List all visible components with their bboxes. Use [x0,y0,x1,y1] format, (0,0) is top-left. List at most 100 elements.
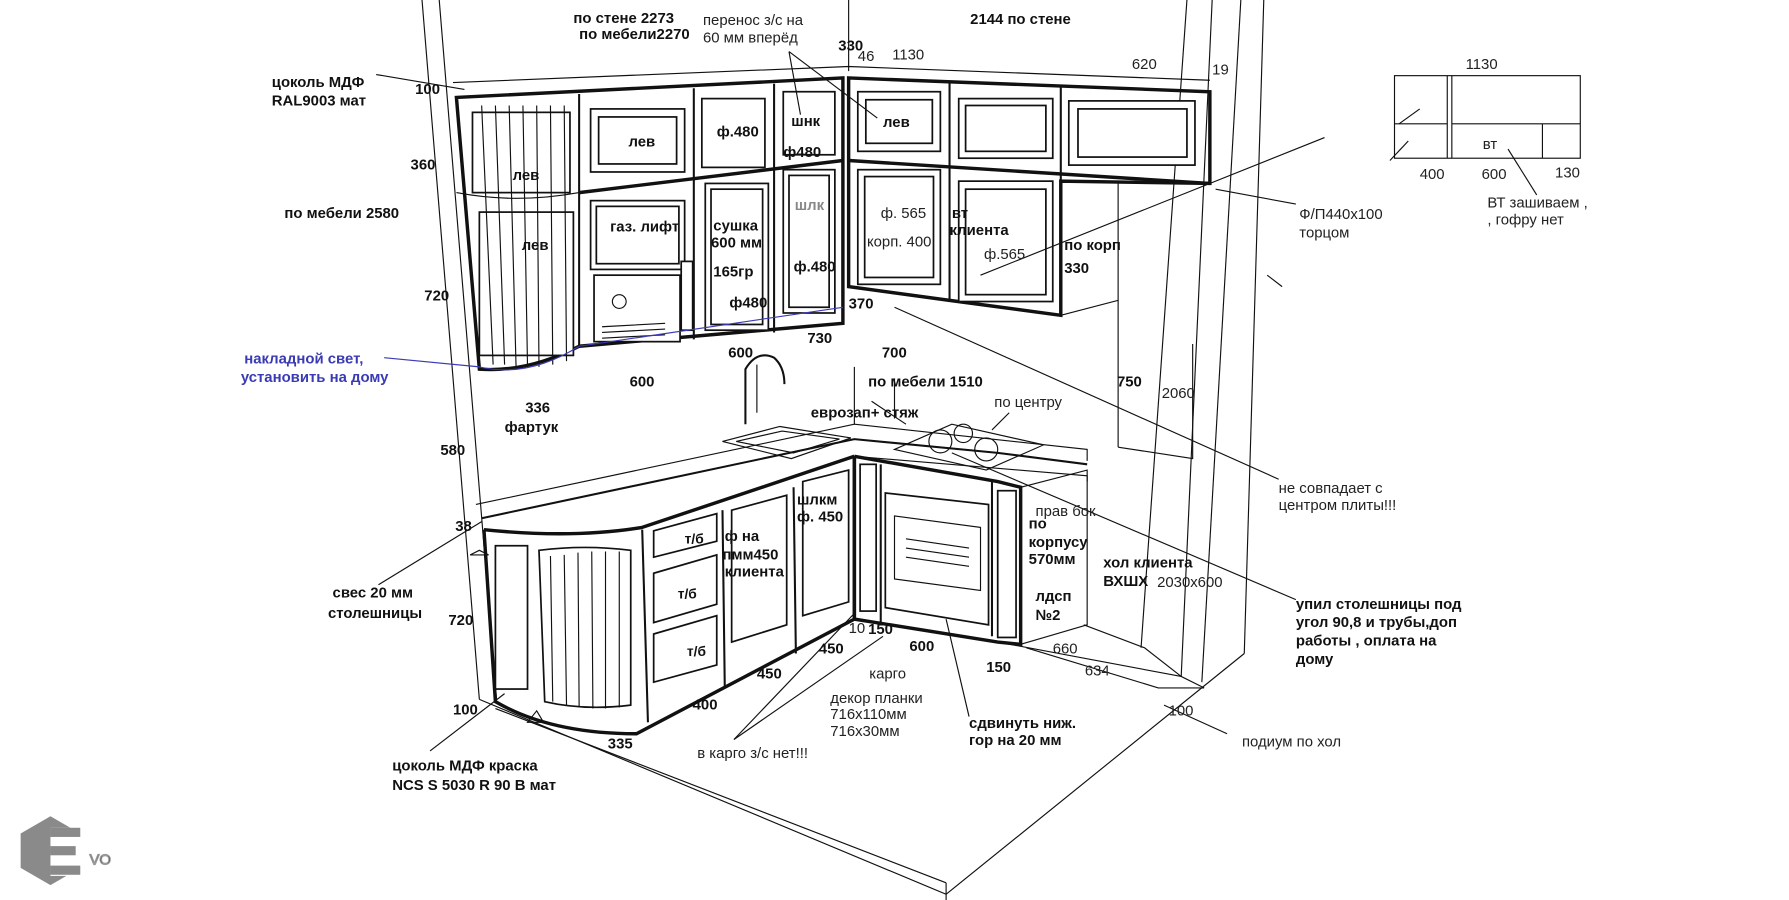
floor [479,624,1245,900]
note: упил столешницы под [1296,597,1462,613]
dim: 700 [882,346,907,362]
note: по мебели 2580 [284,206,399,222]
door-mark: т/б [685,531,704,546]
sink [722,354,852,460]
dim: 370 [849,296,874,312]
note: подиум по хол [1242,734,1341,750]
base-cabinets-left [469,456,857,736]
door-mark: лев [513,168,540,184]
inset-dim: 130 [1555,166,1580,182]
note: ВХШХ [1103,574,1148,590]
note: работы , оплата на [1296,633,1437,649]
note: столешницы [328,606,422,622]
note: 2144 по стене [970,12,1071,28]
door-mark: лев [628,135,655,151]
note: вт [952,206,968,222]
notes: по стене 2273 по мебели2270 2144 по стен… [272,11,1462,794]
inset-label: вт [1483,137,1498,153]
door-mark: ф.480 [794,260,836,276]
note: шлкм [797,492,837,508]
note: центром плиты!!! [1279,498,1397,514]
dim: 750 [1117,374,1142,390]
inset-dim: 400 [1420,167,1445,183]
note: не совпадает с [1279,481,1384,497]
dimension-labels: 330 100 360 720 370 730 600 600 700 750 … [411,38,1142,752]
door-mark: ф. 565 [881,206,926,222]
note: Ф/П440х100 [1299,207,1382,223]
inset-sketch [1389,75,1581,196]
dim: 2060 [1162,386,1195,402]
note: 716х30мм [830,724,899,740]
note: лдсп [1036,589,1072,605]
dim: 2030х600 [1157,575,1222,591]
dim: 730 [807,331,832,347]
logo-text: VO [89,852,111,868]
inset-width: 1130 [1466,57,1498,73]
countertop [475,366,1088,536]
note: торцом [1299,225,1349,241]
note: клиента [950,223,1010,239]
note: по стене 2273 [573,11,674,27]
evo-logo: VO [20,816,112,886]
oven [884,492,990,626]
note: ф. 450 [797,510,843,526]
note: №2 [1036,608,1061,624]
upper-cabinets-left [454,76,845,372]
inset-note: ВТ зашиваем , [1487,196,1587,212]
note: пмм450 [722,547,778,563]
door-mark: ф.480 [717,124,759,140]
inset-labels: 1130 вт 400 600 130 ВТ зашиваем , , гофр… [1420,57,1588,229]
note: хол клиента [1103,556,1193,572]
dim: 450 [819,642,844,658]
note: дому [1296,652,1334,668]
inset-note: , гофру нет [1487,213,1564,229]
dim: 620 [1132,57,1157,73]
door-mark: сушка [713,218,758,234]
note: перенос з/с на [703,13,804,29]
dim: 450 [757,667,782,683]
dim: 335 [608,737,633,753]
note: NCS S 5030 R 90 B мат [392,778,556,794]
door-mark: ф480 [729,295,767,311]
dim: 19 [1212,63,1229,79]
note: по мебели2270 [579,27,690,43]
dim: 100 [415,82,440,98]
note: по мебели 1510 [868,374,983,390]
door-mark: ф480 [783,145,821,161]
dim: 600 [728,346,753,362]
dim: 330 [1064,261,1089,277]
upper-cabinets-right [846,76,1212,460]
note: в карго з/с нет!!! [697,746,808,762]
dim: 720 [424,288,449,304]
dim: 38 [455,519,472,535]
lighting-note: накладной свет, установить на дому [241,351,389,385]
door-mark: т/б [687,644,706,659]
dim: 100 [1169,703,1194,719]
door-mark: шнк [791,114,820,130]
dim: 46 [858,49,875,65]
base-cabinets-right [852,454,1088,647]
door-mark: 600 мм [711,236,762,252]
note: 716х110мм [830,707,907,723]
note: свес 20 мм [333,585,413,601]
note: клиента [725,565,785,581]
door-mark: ф.565 [984,247,1025,263]
note: 570мм [1029,552,1076,568]
door-mark: шлк [795,198,825,214]
note: цоколь МДФ [272,75,365,91]
dim: 600 [909,639,934,655]
dim: 150 [986,660,1011,676]
note: карго [869,667,906,683]
dim: 336 [525,401,550,417]
note: цоколь МДФ краска [392,758,538,774]
dim: 100 [453,702,478,718]
note: фартук [505,420,559,436]
note: ф на [725,529,760,545]
door-marks: лев ф.480 шнк ф480 лев лев лев газ. лифт… [513,114,1026,659]
dimension-labels-light: 46 1130 620 19 2060 10 660 634 100 2030х… [849,48,1229,720]
dim: 150 [868,622,893,638]
door-mark: лев [522,238,549,254]
note: RAL9003 мат [272,93,366,109]
dim: 720 [448,613,473,629]
note: прав бок [1036,504,1096,520]
